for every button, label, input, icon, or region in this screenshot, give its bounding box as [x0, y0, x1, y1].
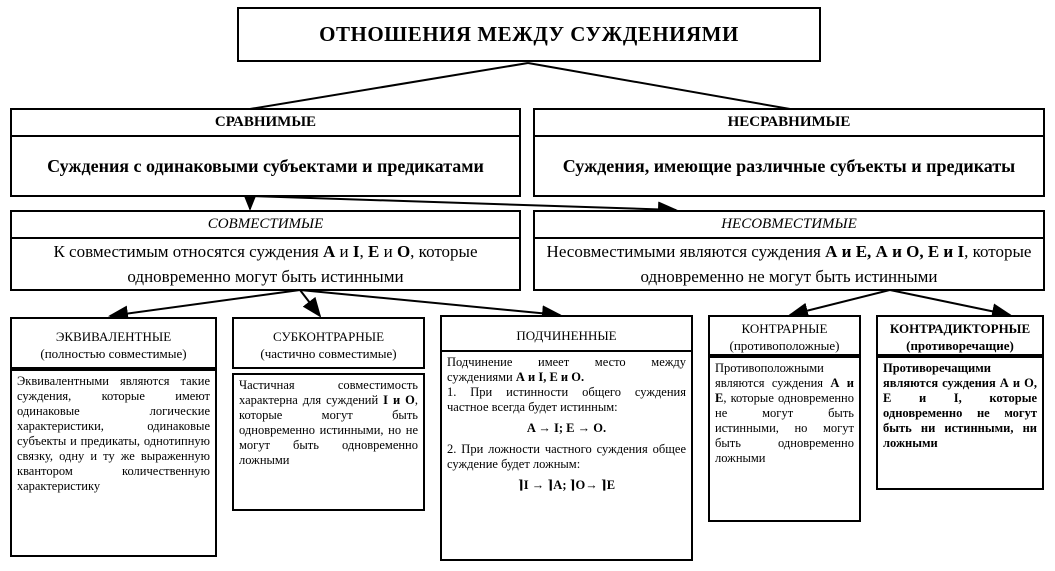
incompatible-text-pre: Несовместимыми являются суждения [546, 242, 826, 261]
judgment-i: I [352, 242, 360, 261]
contrary-title: КОНТРАРНЫЕ [741, 321, 828, 336]
subcontrary-title: СУБКОНТРАРНЫЕ [272, 328, 385, 344]
conj: и [379, 242, 397, 261]
contradictory-title: КОНТРАДИКТОРНЫЕ [889, 321, 1031, 336]
subordinate-formula-2: ⌉I → ⌉A; ⌉O→ ⌉E [517, 478, 616, 492]
incompatible-pair-2: Е и I [927, 242, 965, 261]
subordinate-formula-1: A → I; E → O. [526, 421, 607, 435]
page-title: ОТНОШЕНИЯ МЕЖДУ СУЖДЕНИЯМИ [237, 7, 821, 62]
incompatible-desc: Несовместимыми являются суждения А и Е, … [533, 237, 1045, 291]
contradictory-subtitle: (противоречащие) [906, 338, 1014, 353]
contrary-body: Противоположными являются суждения А и Е… [708, 356, 861, 522]
subcontrary-body: Частичная совместимость характерна для с… [232, 373, 425, 511]
contrary-text-bold: А и Е [715, 376, 855, 405]
equivalent-body: Эквивалентными являются такие суждения, … [10, 369, 217, 557]
subordinate-rule-2: 2. При ложности частного суждения общее … [447, 442, 686, 471]
comparable-header: СРАВНИМЫЕ [10, 108, 521, 137]
contrary-text-post: , которые одновременно не могут быть ист… [715, 391, 854, 465]
judgment-a: А [322, 242, 336, 261]
subordinate-rule-1: 1. При истинности общего суждения частно… [447, 385, 686, 414]
contradictory-header: КОНТРАДИКТОРНЫЕ (противоречащие) [876, 315, 1044, 356]
comma: , [359, 242, 368, 261]
subordinate-body: Подчинение имеет место между суждениями … [440, 350, 693, 561]
compatible-text-pre: К совместимым относятся суждения [53, 242, 323, 261]
compatible-header: СОВМЕСТИМЫЕ [10, 210, 521, 239]
contradictory-body: Противоречащими являются суждения А и О,… [876, 356, 1044, 490]
equivalent-text: Эквивалентными являются такие суждения, … [17, 374, 210, 493]
subcontrary-subtitle: (частично совместимые) [260, 345, 397, 361]
contrary-header: КОНТРАРНЫЕ (противоположные) [708, 315, 861, 356]
incompatible-text-post: , которые одновременно не могут быть ист… [640, 242, 1032, 286]
subcontrary-text-bold: I и О [383, 393, 415, 407]
equivalent-title: ЭКВИВАЛЕНТНЫЕ [55, 328, 172, 344]
incomparable-header: НЕСРАВНИМЫЕ [533, 108, 1045, 137]
judgment-o: О [396, 242, 411, 261]
contrary-subtitle: (противоположные) [729, 338, 840, 353]
subcontrary-header: СУБКОНТРАРНЫЕ (частично совместимые) [232, 317, 425, 369]
conj: и [335, 242, 353, 261]
contrary-text-pre: Противоположными являются суждения [715, 361, 831, 390]
subordinate-text-1-bold: А и I, Е и О. [515, 370, 585, 384]
compatible-text-post: , которые одновременно могут быть истинн… [127, 242, 478, 286]
incompatible-pair-1: А и Е, А и О, [825, 242, 924, 261]
compatible-desc: К совместимым относятся суждения А и I, … [10, 237, 521, 291]
equivalent-subtitle: (полностью совместимые) [40, 345, 187, 361]
incomparable-desc: Суждения, имеющие различные субъекты и п… [533, 135, 1045, 197]
subordinate-header: ПОДЧИНЕННЫЕ [440, 315, 693, 352]
contradictory-text: Противоречащими являются суждения А и О,… [883, 361, 1037, 450]
subordinate-text-1: Подчинение имеет место между суждениями [447, 355, 686, 384]
comparable-desc: Суждения с одинаковыми субъектами и пред… [10, 135, 521, 197]
subcontrary-text-pre: Частичная совместимость характерна для с… [239, 378, 418, 407]
subcontrary-text-post: , которые могут быть одновременно истинн… [239, 393, 418, 467]
incompatible-header: НЕСОВМЕСТИМЫЕ [533, 210, 1045, 239]
subordinate-title: ПОДЧИНЕННЫЕ [516, 327, 617, 343]
equivalent-header: ЭКВИВАЛЕНТНЫЕ (полностью совместимые) [10, 317, 217, 369]
judgment-e: Е [367, 242, 380, 261]
